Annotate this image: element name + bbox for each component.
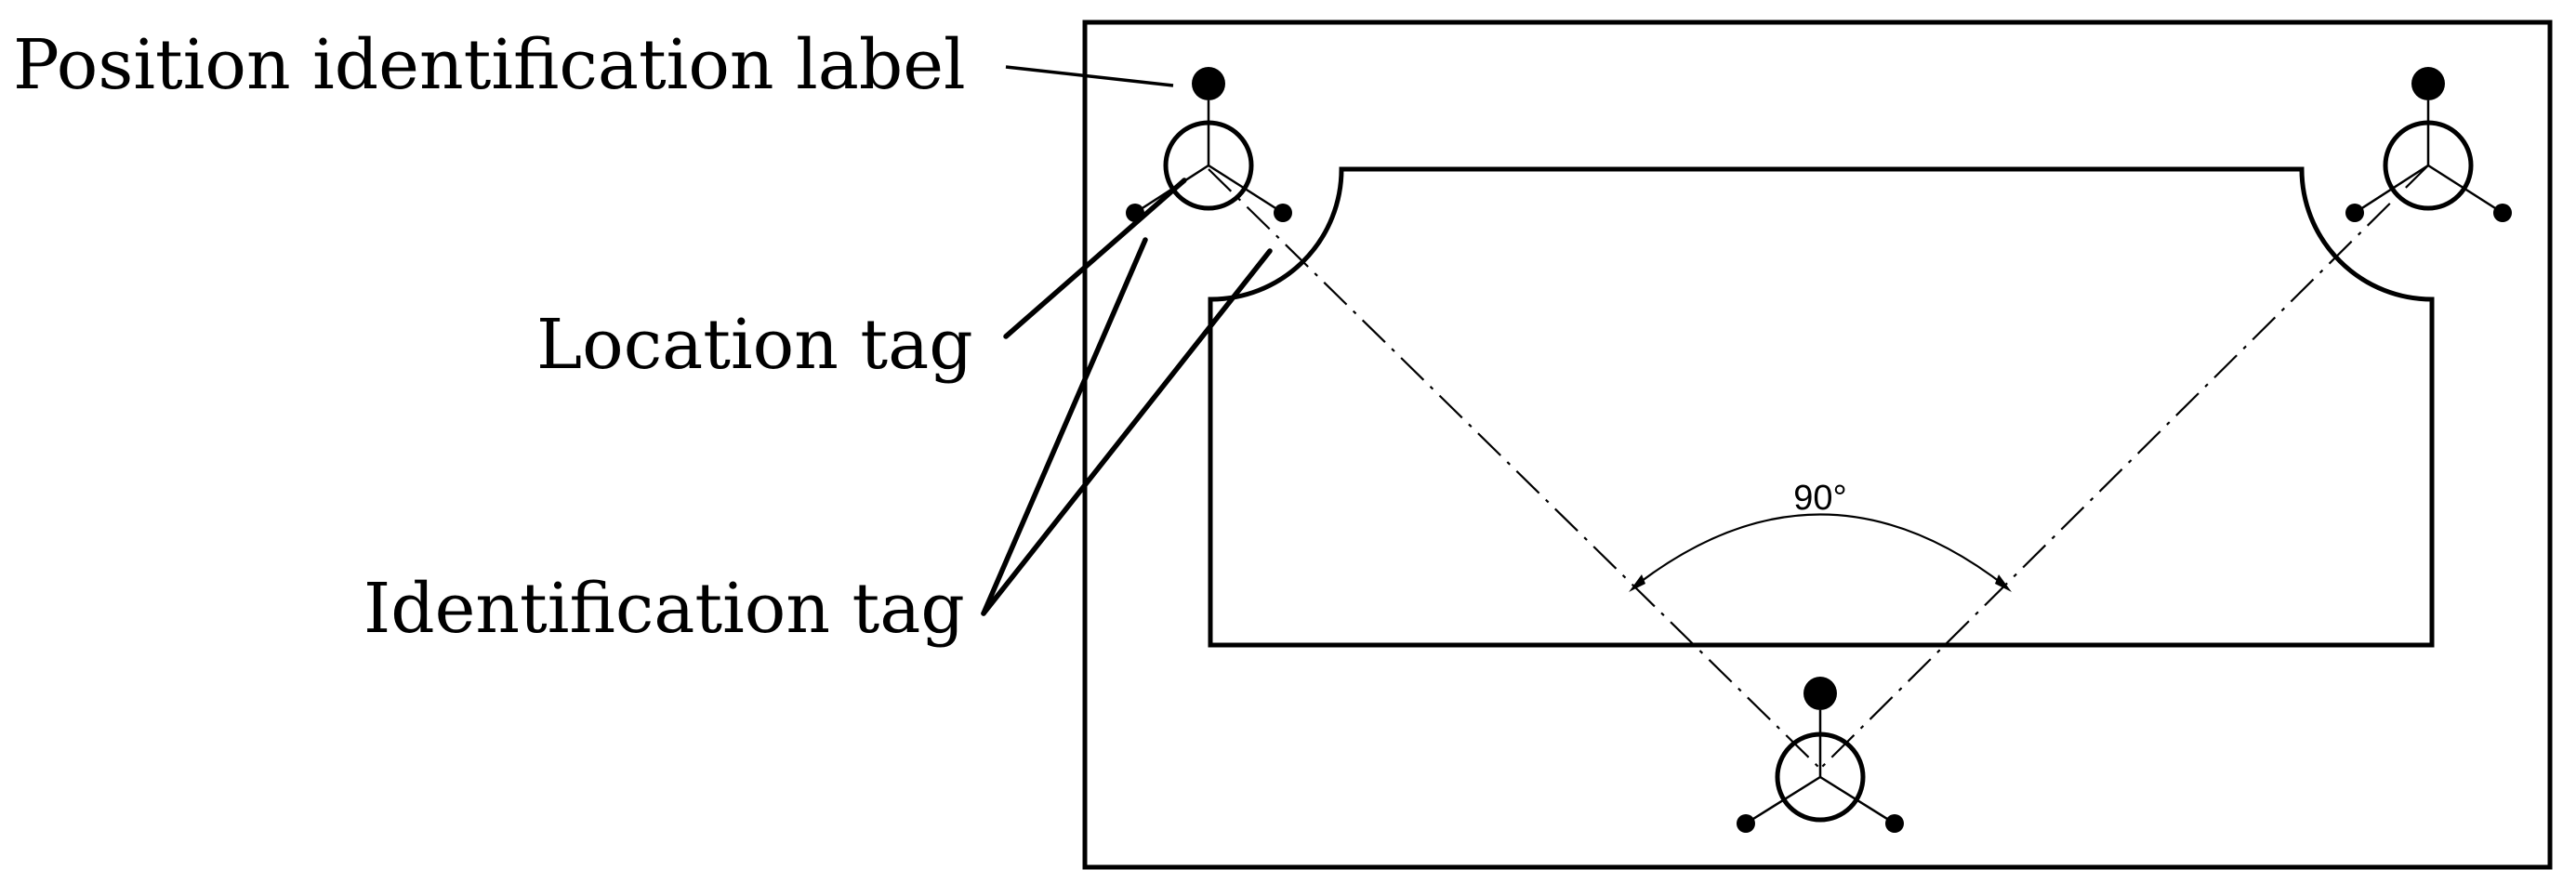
tag-group-top-right [2345, 67, 2512, 222]
position-identification-leader [1005, 65, 1174, 87]
identification-tag-leader-right [981, 248, 1273, 616]
location-tag-ring [1775, 731, 1866, 823]
angle-label: 90° [1793, 479, 1846, 518]
position-identification-dot [2411, 67, 2445, 100]
identification-tag-dot [1737, 814, 1755, 833]
tag-group-top-left [1126, 67, 1292, 222]
identification-tag-dot [2493, 204, 2512, 222]
position-identification-dot [1803, 677, 1837, 710]
identification-tag-label: Identification tag [363, 569, 965, 649]
position-identification-dot [1192, 67, 1225, 100]
identification-tag-dot [1885, 814, 1904, 833]
location-tag-label: Location tag [536, 305, 973, 385]
tag-group-bottom [1737, 677, 1904, 833]
inner-area [1208, 166, 2435, 648]
location-tag-ring [1163, 120, 1254, 211]
identification-tag-dot [2345, 204, 2364, 222]
angle-arc [1632, 513, 2008, 588]
outer-frame [1082, 20, 2553, 870]
sightline-right [1819, 165, 2429, 770]
angle-arrow-right [1995, 574, 2012, 592]
location-tag-ring [2383, 120, 2474, 211]
identification-tag-dot [1274, 204, 1292, 222]
sightline-left [1208, 168, 1821, 770]
angle-arrow-left [1629, 574, 1645, 592]
position-identification-label: Position identification label [13, 25, 966, 105]
location-tag-leader [1003, 178, 1187, 339]
identification-tag-leader-left [981, 237, 1148, 616]
